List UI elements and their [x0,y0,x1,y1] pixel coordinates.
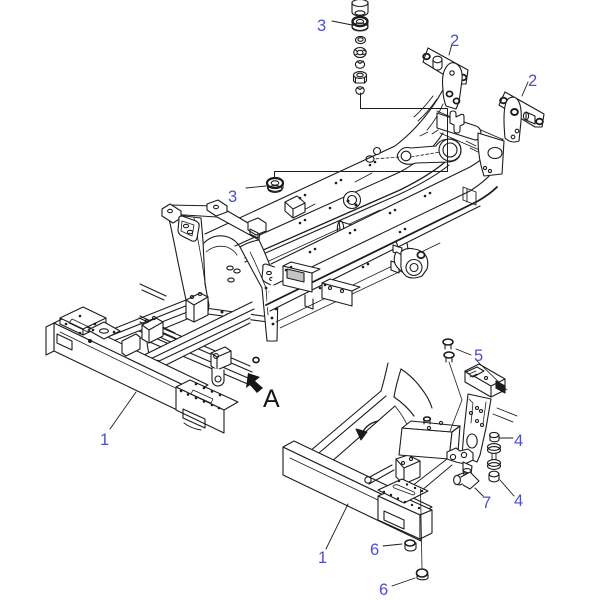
svg-text:2: 2 [450,32,459,50]
svg-text:6: 6 [379,581,388,599]
svg-text:1: 1 [318,549,327,567]
svg-text:3: 3 [228,188,237,206]
svg-text:4: 4 [514,492,523,510]
svg-text:5: 5 [474,347,483,365]
svg-text:7: 7 [482,494,491,512]
svg-text:1: 1 [100,431,109,449]
svg-text:3: 3 [317,17,326,35]
svg-text:2: 2 [528,72,537,90]
svg-text:6: 6 [370,541,379,559]
svg-text:A: A [263,385,280,413]
svg-text:4: 4 [514,432,523,450]
